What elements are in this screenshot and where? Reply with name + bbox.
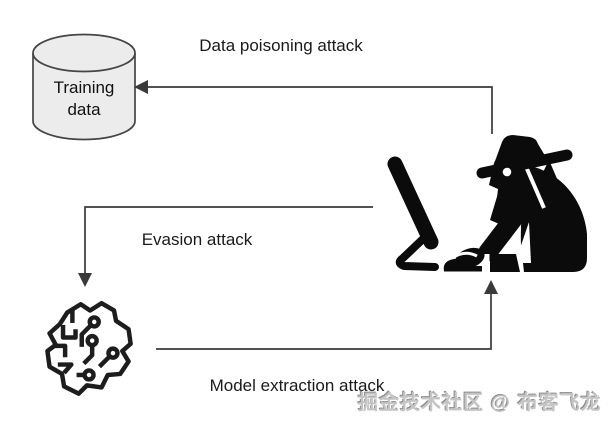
model-extraction-attack-label: Model extraction attack bbox=[209, 376, 385, 395]
data-poisoning-arrow bbox=[134, 80, 493, 134]
database-cylinder-icon bbox=[32, 33, 136, 141]
training-data-label: Training data bbox=[53, 78, 115, 119]
watermark-text: 掘金技术社区 @ 布客飞龙 bbox=[358, 392, 602, 414]
model-extraction-arrow bbox=[156, 280, 498, 350]
hacker-spy-at-computer-icon bbox=[387, 135, 587, 276]
data-poisoning-attack-label: Data poisoning attack bbox=[199, 36, 363, 55]
spy-figure bbox=[443, 135, 587, 276]
evasion-attack-label: Evasion attack bbox=[141, 230, 253, 249]
evasion-arrow bbox=[78, 206, 373, 287]
computer-monitor-icon bbox=[387, 156, 439, 271]
neural-network-brain-icon bbox=[45, 300, 133, 396]
